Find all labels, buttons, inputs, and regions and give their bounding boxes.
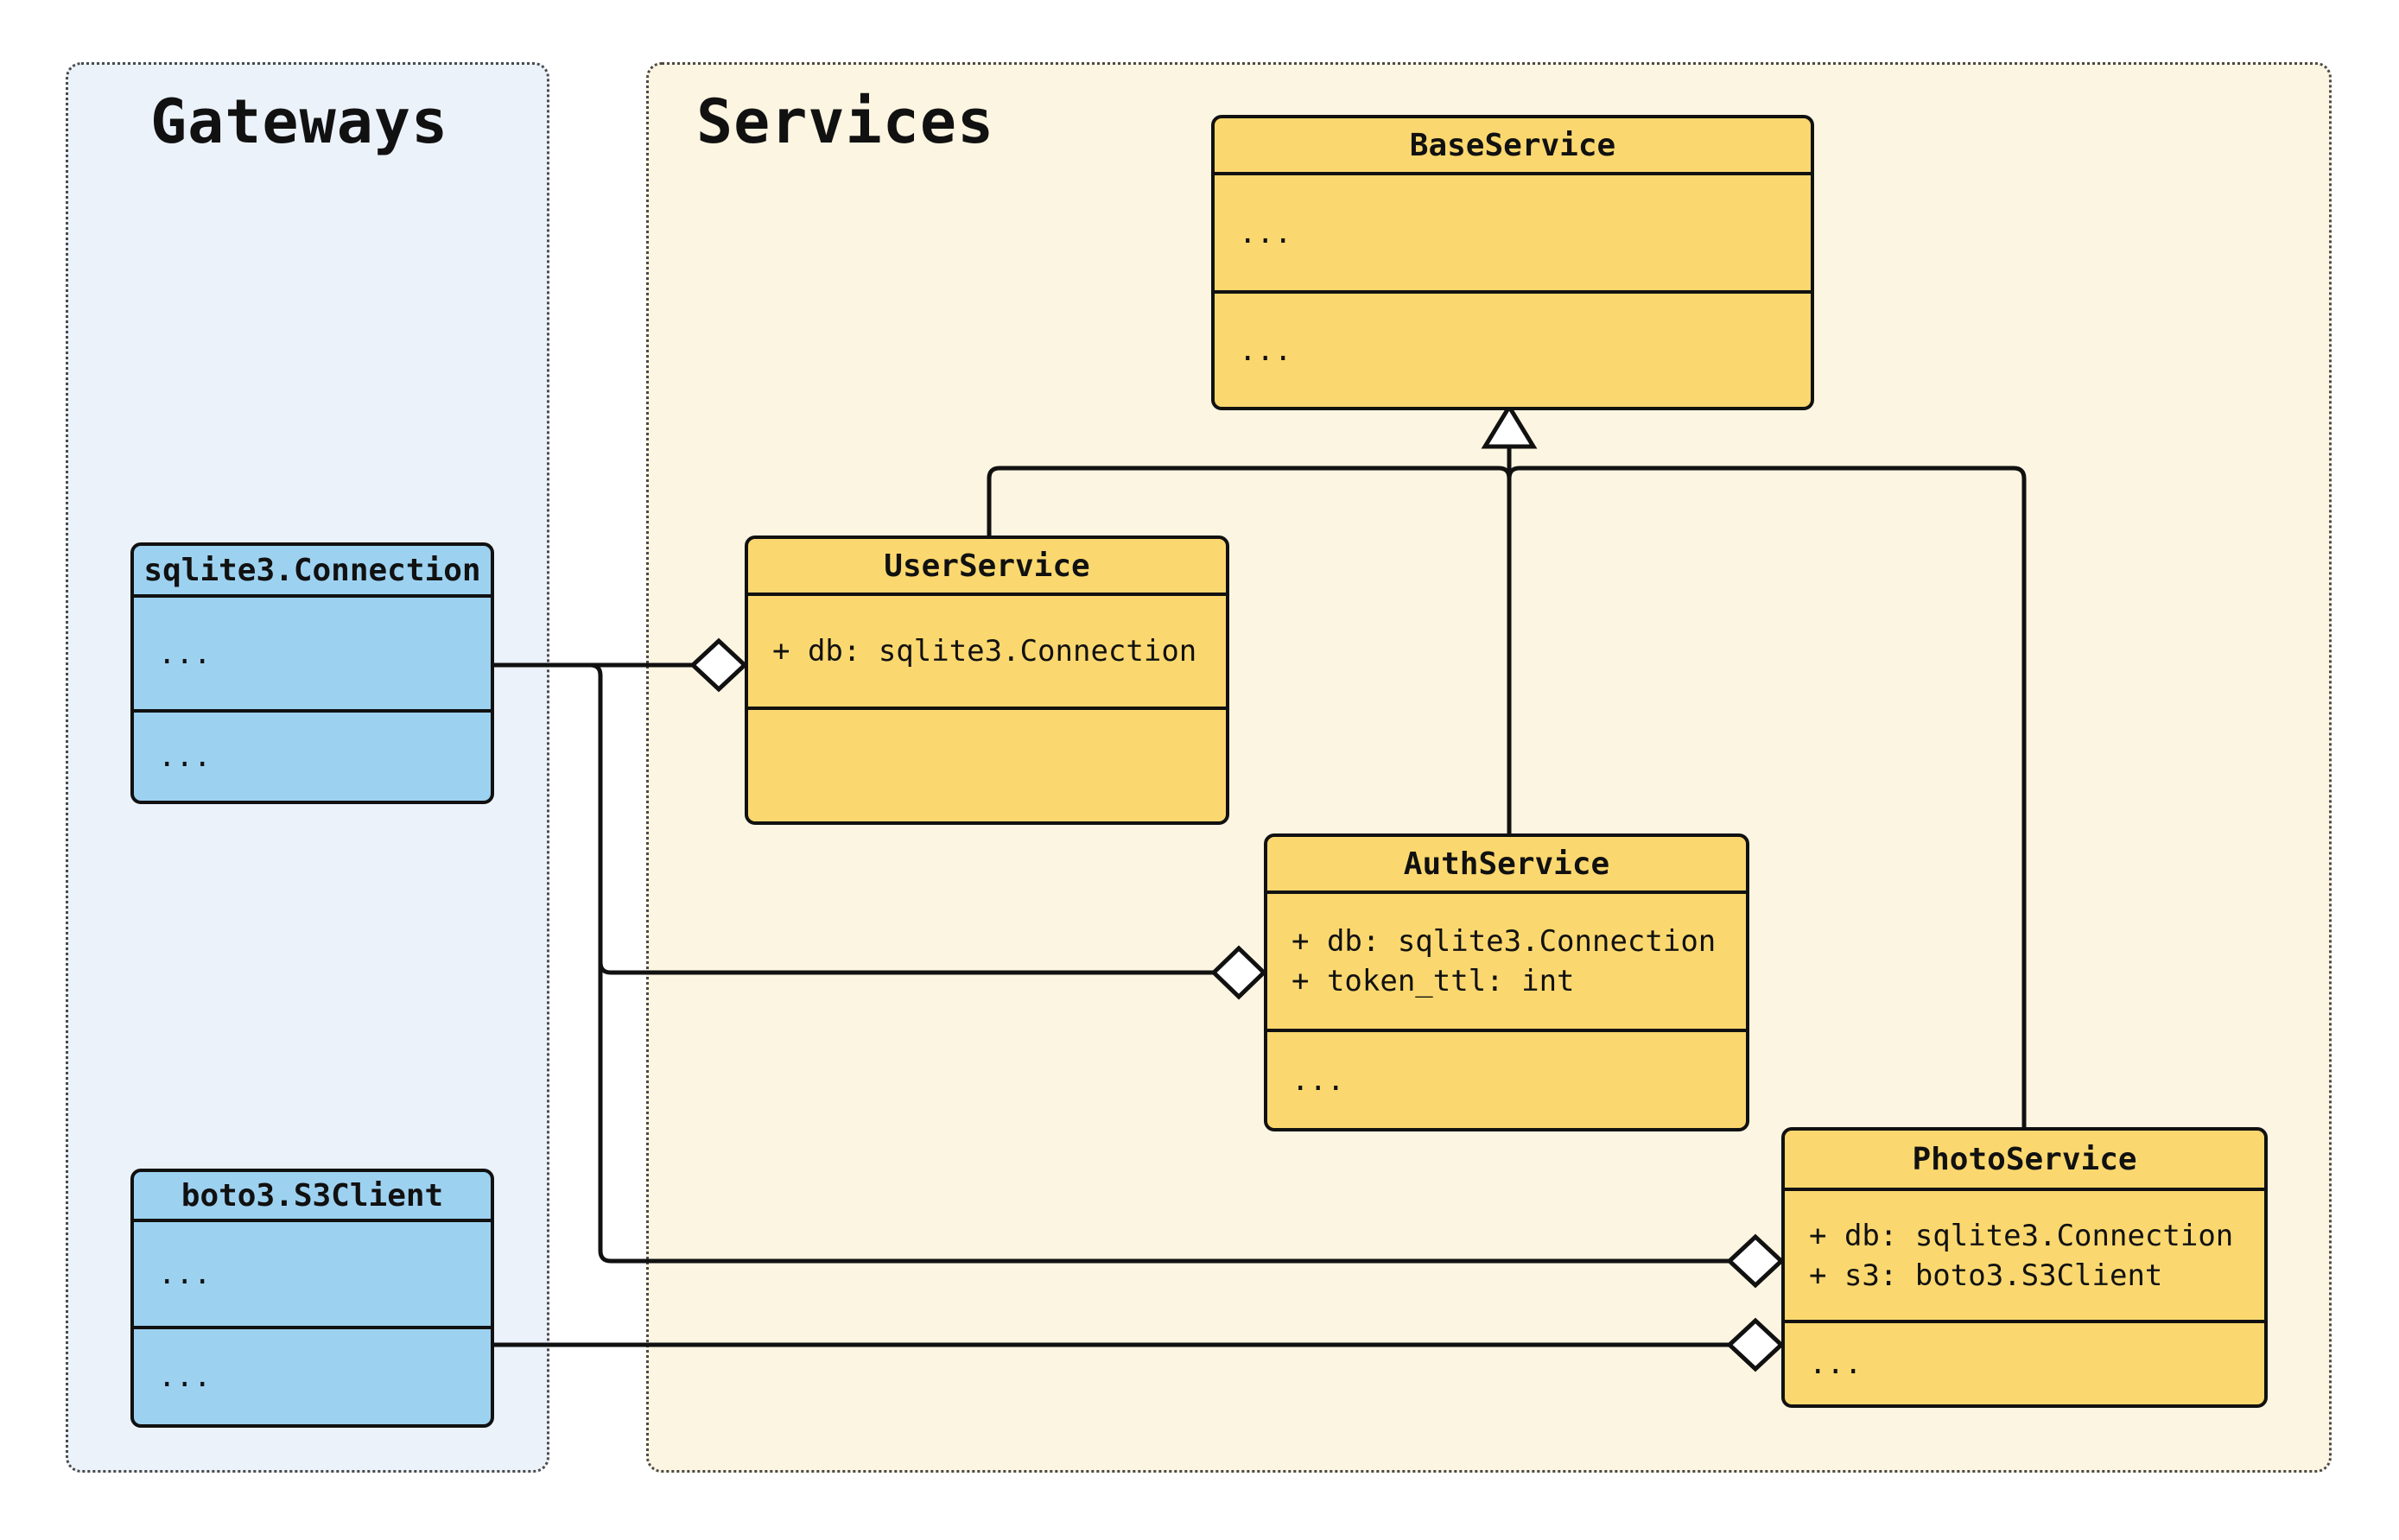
inheritance-line-userservice bbox=[987, 466, 1512, 536]
methods-compartment: ... bbox=[1267, 1032, 1746, 1128]
attribute-line: + s3: boto3.S3Client bbox=[1809, 1258, 2163, 1293]
attribute-line: + token_ttl: int bbox=[1292, 964, 1575, 998]
attributes-compartment: + db: sqlite3.Connection bbox=[748, 596, 1226, 710]
attribute-line: ... bbox=[1239, 215, 1292, 250]
class-title: UserService bbox=[748, 539, 1226, 596]
class-title: AuthService bbox=[1267, 837, 1746, 894]
attributes-compartment: ... bbox=[134, 598, 491, 713]
class-box-photoservice: PhotoService + db: sqlite3.Connection + … bbox=[1781, 1127, 2268, 1408]
method-line: ... bbox=[1292, 1062, 1345, 1098]
attributes-compartment: ... bbox=[1215, 175, 1811, 294]
class-box-sqlite3-connection: sqlite3.Connection ... ... bbox=[130, 542, 494, 804]
inheritance-triangle-icon bbox=[1481, 402, 1538, 449]
methods-compartment: ... bbox=[1215, 294, 1811, 407]
class-title: PhotoService bbox=[1785, 1131, 2264, 1191]
methods-compartment: ... bbox=[134, 1329, 491, 1424]
services-panel-title: Services bbox=[696, 86, 995, 157]
methods-compartment bbox=[748, 710, 1226, 821]
method-line: ... bbox=[158, 739, 212, 774]
method-line: ... bbox=[1239, 333, 1292, 368]
attributes-compartment: + db: sqlite3.Connection + token_ttl: in… bbox=[1267, 894, 1746, 1032]
connector-sqlite-branch-to-authservice bbox=[598, 961, 1214, 975]
attribute-line: ... bbox=[158, 1257, 212, 1291]
aggregation-diamond-icon bbox=[1726, 1317, 1785, 1372]
aggregation-diamond-icon bbox=[1210, 945, 1267, 1000]
connector-sqlite-branch-to-photoservice bbox=[589, 662, 1729, 1264]
methods-compartment: ... bbox=[134, 713, 491, 801]
class-box-authservice: AuthService + db: sqlite3.Connection + t… bbox=[1264, 833, 1749, 1131]
attribute-line: + db: sqlite3.Connection bbox=[1809, 1218, 2234, 1253]
attribute-line: + db: sqlite3.Connection bbox=[772, 634, 1197, 669]
attribute-line: + db: sqlite3.Connection bbox=[1292, 924, 1717, 959]
aggregation-diamond-icon bbox=[689, 637, 748, 693]
class-box-boto3-s3client: boto3.S3Client ... ... bbox=[130, 1169, 494, 1428]
methods-compartment: ... bbox=[1785, 1323, 2264, 1404]
class-title: sqlite3.Connection bbox=[134, 546, 491, 598]
aggregation-diamond-icon bbox=[1726, 1233, 1785, 1289]
attributes-compartment: + db: sqlite3.Connection + s3: boto3.S3C… bbox=[1785, 1191, 2264, 1323]
method-line: ... bbox=[1809, 1347, 1863, 1381]
method-line: ... bbox=[158, 1359, 212, 1394]
gateways-panel-title: Gateways bbox=[150, 86, 449, 157]
class-title: boto3.S3Client bbox=[134, 1172, 491, 1222]
attribute-line: ... bbox=[158, 636, 212, 671]
class-box-baseservice: BaseService ... ... bbox=[1211, 115, 1814, 410]
attributes-compartment: ... bbox=[134, 1222, 491, 1329]
class-title: BaseService bbox=[1215, 118, 1811, 175]
class-box-userservice: UserService + db: sqlite3.Connection bbox=[745, 536, 1229, 825]
